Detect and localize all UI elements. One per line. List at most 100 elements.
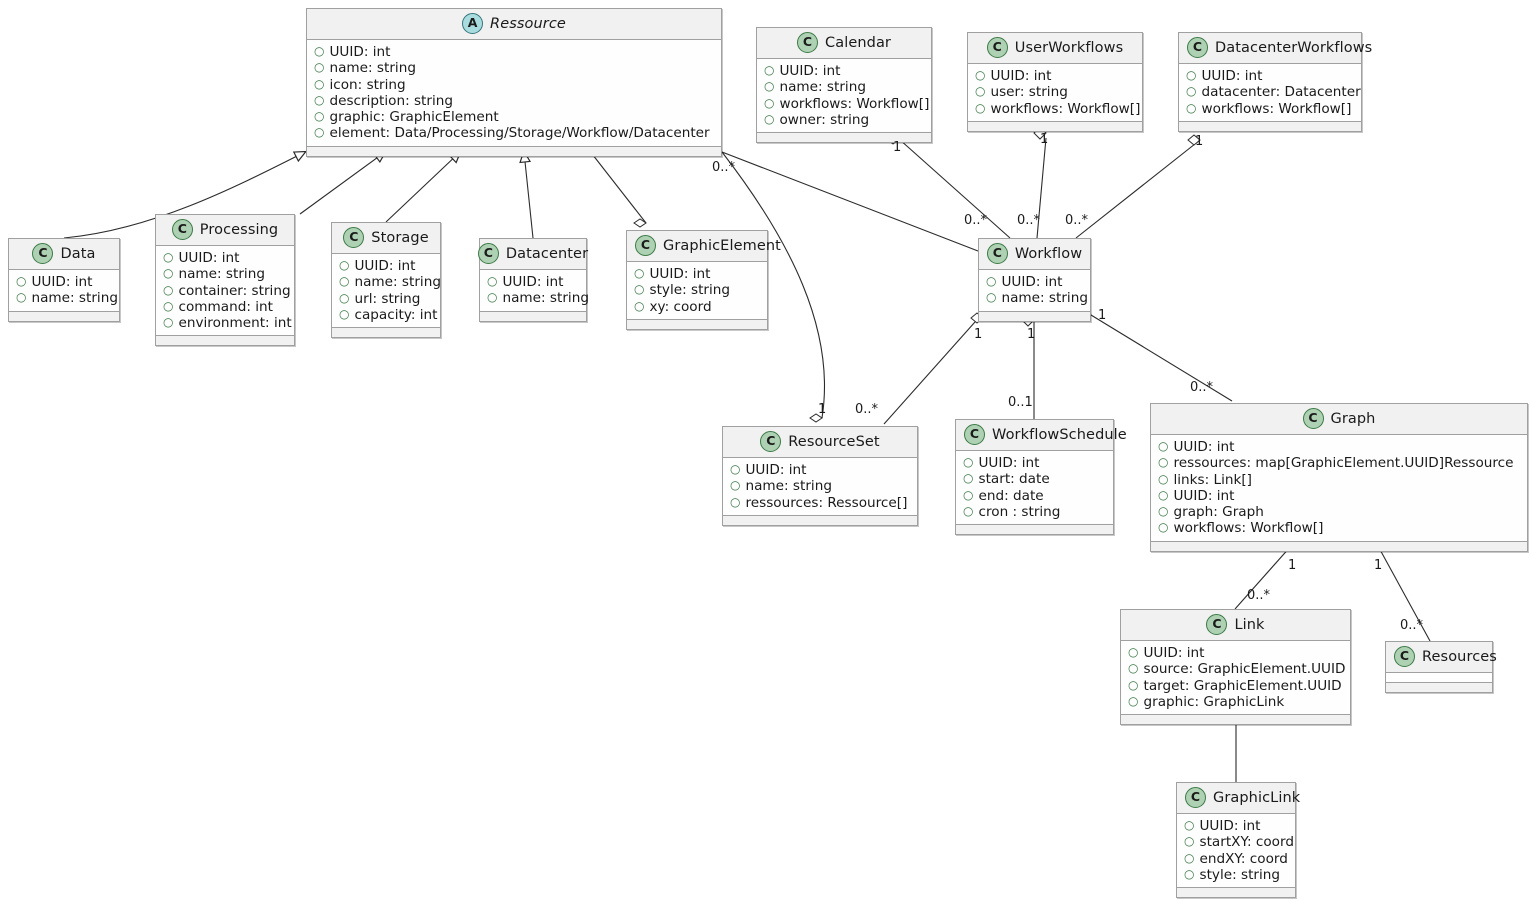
class-icon: C (635, 235, 656, 256)
attribute-row: ○command: int (163, 299, 288, 315)
class-methods-compartment-ressource (307, 145, 721, 156)
visibility-public-icon: ○ (314, 125, 325, 140)
attribute-text: target: GraphicElement.UUID (1143, 677, 1342, 694)
attribute-text: UUID: int (1001, 274, 1063, 290)
attribute-row: ○capacity: int (339, 306, 438, 323)
attribute-text: startXY: coord (1199, 834, 1294, 851)
multiplicity-label-m-graph-0n: 0..* (1190, 380, 1214, 395)
attribute-row: ○UUID: int (1158, 439, 1521, 455)
attribute-text: UUID: int (779, 63, 841, 79)
class-methods-compartment-datacenter (480, 310, 586, 321)
visibility-public-icon: ○ (163, 315, 174, 330)
visibility-public-icon: ○ (730, 462, 741, 476)
attribute-text: name: string (779, 79, 866, 96)
attribute-row: ○style: string (634, 282, 761, 298)
attribute-row: ○UUID: int (314, 44, 715, 60)
association-ressource-workflow (721, 151, 979, 252)
attribute-row: ○name: string (730, 478, 911, 494)
class-header-resourceset: C ResourceSet (723, 427, 917, 458)
attribute-text: UUID: int (745, 462, 807, 478)
class-name-resourceset: ResourceSet (788, 433, 880, 450)
attribute-text: UUID: int (990, 68, 1052, 84)
attribute-row: ○url: string (339, 291, 434, 307)
attribute-text: capacity: int (354, 306, 438, 323)
visibility-public-icon: ○ (730, 478, 741, 493)
class-attributes-graphicelement: ○UUID: int○style: string○xy: coord (627, 262, 767, 319)
attribute-row: ○name: string (314, 60, 715, 76)
class-name-graphiclink: GraphicLink (1213, 789, 1301, 806)
attribute-text: UUID: int (329, 44, 391, 60)
multiplicity-label-m-graph-link-1: 1 (1288, 558, 1297, 573)
attribute-row: ○UUID: int (963, 455, 1107, 471)
class-methods-compartment-workflow (979, 310, 1090, 321)
multiplicity-label-m-userworkflows-1: 1 (1040, 132, 1049, 147)
visibility-public-icon: ○ (339, 290, 350, 305)
attribute-row: ○name: string (163, 266, 288, 282)
attribute-text: user: string (990, 84, 1068, 101)
aggregation-calendar-workflow (898, 138, 1011, 239)
attribute-row: ○ UUID: int (730, 462, 911, 478)
attribute-text: source: GraphicElement.UUID (1143, 661, 1346, 678)
class-icon: C (1394, 646, 1415, 667)
multiplicity-label-m-rs-1: 1 (818, 402, 827, 417)
class-attributes-resources (1386, 673, 1492, 682)
visibility-public-icon: ○ (163, 266, 174, 281)
attribute-text: name: string (1001, 290, 1088, 307)
generalization-storage-ressource (385, 150, 462, 223)
attribute-row: ○UUID: int (163, 250, 288, 266)
class-name-graph: Graph (1330, 410, 1376, 427)
visibility-public-icon: ○ (163, 282, 174, 297)
attribute-row: ○UUID: int (975, 68, 1136, 84)
attribute-text: style: string (1199, 866, 1281, 883)
attribute-row: ○UUID: int (1184, 818, 1289, 834)
attribute-row: ○workflows: Workflow[] (1186, 101, 1355, 117)
attribute-row: ○links: Link[] (1158, 472, 1521, 488)
visibility-public-icon: ○ (975, 84, 986, 99)
class-name-processing: Processing (199, 221, 279, 238)
attribute-row: ○UUID: int (1158, 488, 1521, 504)
multiplicity-label-m-ressource-corner: 0..* (712, 160, 736, 175)
attribute-text: workflows: Workflow[] (990, 100, 1141, 117)
visibility-public-icon: ○ (1158, 487, 1169, 502)
multiplicity-label-m-graph-res-1: 1 (1374, 558, 1383, 573)
attribute-text: endXY: coord (1199, 850, 1288, 867)
class-icon: C (760, 431, 782, 452)
multiplicity-label-m-graph-link-0n: 0..* (1247, 588, 1271, 603)
class-name-calendar: Calendar (824, 34, 891, 51)
visibility-public-icon: ○ (963, 471, 974, 486)
attribute-row: ○UUID: int (986, 274, 1084, 290)
visibility-public-icon: ○ (634, 298, 645, 313)
class-methods-compartment-data (9, 310, 119, 321)
class-attributes-calendar: ○UUID: int○name: string○workflows: Workf… (757, 59, 931, 133)
class-attributes-datacenterworkflows: ○UUID: int○datacenter: Datacenter○workfl… (1179, 64, 1361, 121)
attribute-text: workflows: Workflow[] (779, 95, 930, 112)
visibility-public-icon: ○ (975, 100, 986, 115)
attribute-row: ○name: string (764, 79, 925, 95)
visibility-public-icon: ○ (1186, 100, 1197, 115)
class-methods-compartment-graphiclink (1177, 887, 1295, 898)
class-name-workflowschedule: WorkflowSchedule (992, 426, 1127, 443)
